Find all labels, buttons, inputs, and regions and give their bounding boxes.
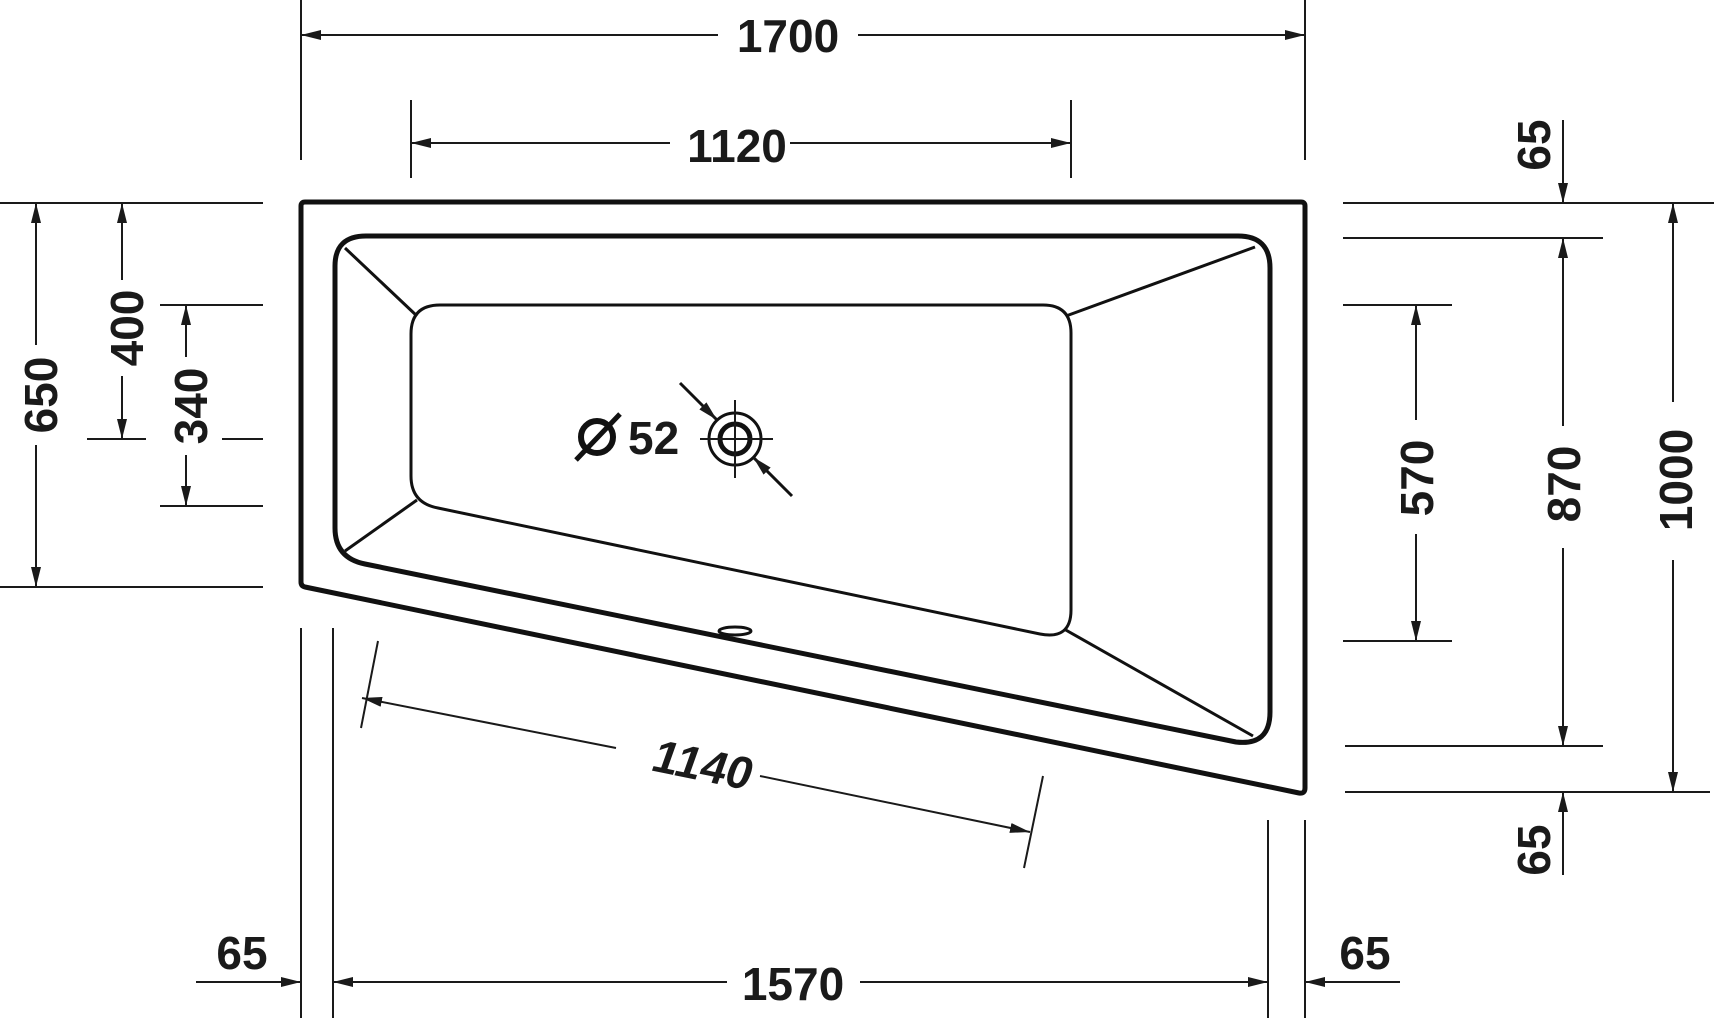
overflow-icon [717, 625, 753, 637]
floor-width-top-label: 1120 [687, 120, 787, 172]
rim-bottom-right-label: 65 [1508, 824, 1560, 875]
dimension-rim-left-bottom: 65 [196, 927, 301, 987]
dimension-rim-top-right: 65 [1508, 119, 1568, 203]
dimension-depth-left: 650 [15, 203, 67, 587]
tub-outer-rim [298, 199, 1308, 796]
rim-right-bottom-label: 65 [1339, 927, 1390, 979]
rim-left-bottom-label: 65 [216, 927, 267, 979]
diameter-symbol-icon [578, 418, 616, 456]
dimension-rim-bottom-right: 65 [1508, 792, 1568, 876]
left-to-drain-label: 400 [101, 290, 153, 367]
floor-length-slanted-label: 1140 [646, 730, 761, 799]
dimension-rim-right-bottom: 65 [1305, 927, 1400, 987]
diameter-symbol-slash [574, 412, 622, 462]
inner-width-bottom-label: 1570 [742, 958, 844, 1010]
dimension-overall-depth-right: 1000 [1650, 203, 1702, 792]
dimension-left-to-drain: 400 [101, 203, 153, 439]
dimension-inner-depth-right: 870 [1538, 238, 1590, 746]
dimension-floor-width-top: 1120 [410, 100, 1072, 178]
floor-depth-left-label: 340 [165, 368, 217, 445]
inner-depth-right-label: 870 [1538, 446, 1590, 523]
tub-floor [409, 303, 1073, 637]
bevel-bottom-left [344, 498, 418, 553]
bevel-bottom-right [1063, 627, 1254, 738]
overall-width-label: 1700 [737, 10, 839, 62]
drain-icon: 52 [574, 381, 794, 498]
dimension-floor-depth-right: 570 [1391, 305, 1443, 641]
overall-depth-right-label: 1000 [1650, 429, 1702, 531]
bevel-top-left [343, 246, 419, 318]
floor-depth-right-label: 570 [1391, 440, 1443, 517]
tub-outline [298, 199, 1308, 796]
bevel-top-right [1065, 245, 1256, 318]
left-extension-lines [0, 202, 263, 588]
depth-left-label: 650 [15, 357, 67, 434]
drain-diameter-label: 52 [628, 412, 679, 464]
tub-basin [332, 233, 1273, 745]
rim-top-right-label: 65 [1508, 119, 1560, 170]
dimension-overall-width: 1700 [300, 0, 1306, 160]
right-extension-lines [1343, 202, 1714, 793]
dimension-floor-length-slanted: 1140 [360, 640, 1044, 869]
dimension-floor-depth-left: 340 [165, 305, 217, 506]
dimension-inner-width-bottom: 1570 [333, 958, 1268, 1010]
